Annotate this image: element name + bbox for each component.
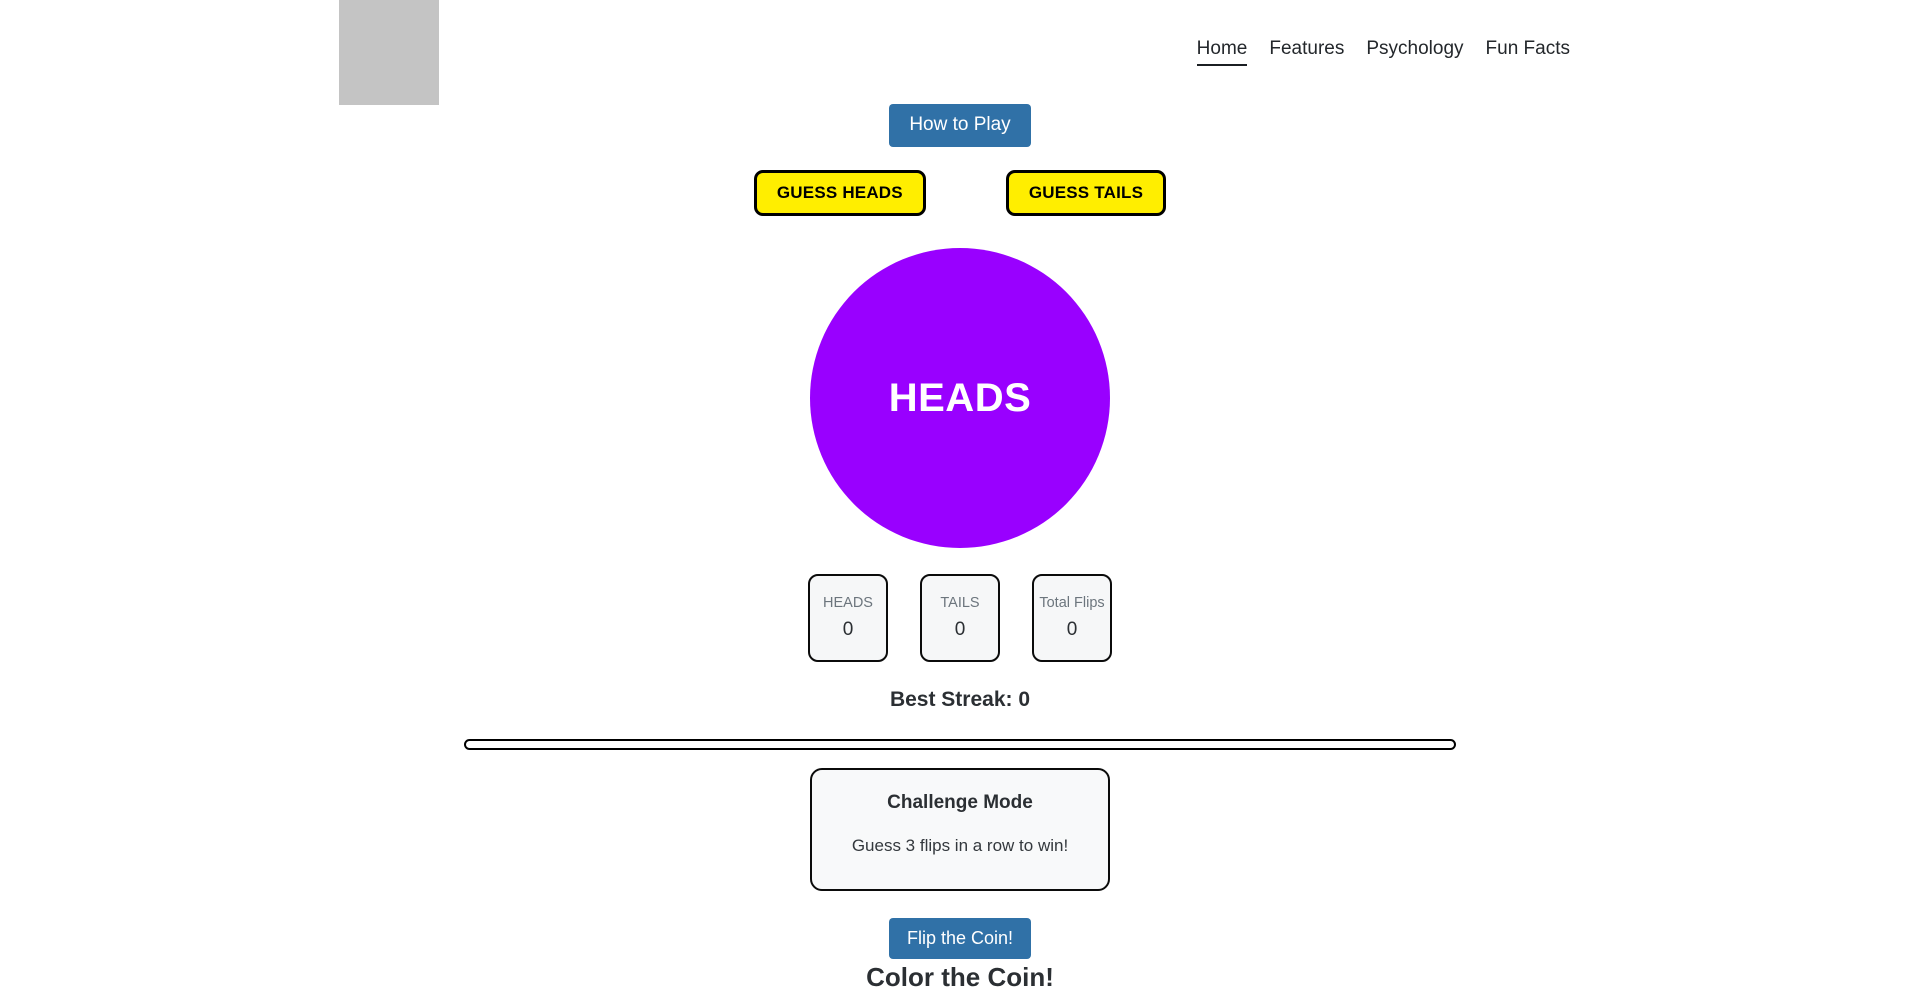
best-streak-text: Best Streak: 0 (889, 688, 1031, 711)
stat-value-heads: 0 (842, 619, 854, 640)
main-navigation: Home Features Psychology Fun Facts (0, 0, 1920, 88)
coin[interactable]: HEADS (810, 248, 1110, 548)
challenge-mode-description: Guess 3 flips in a row to win! (851, 836, 1069, 855)
how-to-play-container: How to Play (0, 104, 1920, 147)
coin-face-label: HEADS (888, 376, 1032, 420)
flip-button-container: Flip the Coin! (0, 918, 1920, 959)
challenge-container: Challenge Mode Guess 3 flips in a row to… (0, 768, 1920, 891)
stat-value-total-flips: 0 (1066, 619, 1078, 640)
guess-tails-button[interactable]: GUESS TAILS (1005, 170, 1167, 216)
stat-label-tails: TAILS (940, 595, 980, 611)
nav-item-home[interactable]: Home (1196, 38, 1248, 66)
color-the-coin-heading: Color the Coin! (866, 962, 1054, 992)
stat-value-tails: 0 (954, 619, 966, 640)
stats-row: HEADS 0 TAILS 0 Total Flips 0 (0, 574, 1920, 662)
logo-placeholder-image (339, 0, 439, 105)
nav-list: Home Features Psychology Fun Facts (1196, 38, 1570, 66)
coin-container: HEADS (0, 248, 1920, 548)
how-to-play-button[interactable]: How to Play (889, 104, 1031, 147)
nav-item-fun-facts[interactable]: Fun Facts (1485, 38, 1570, 59)
challenge-mode-title: Challenge Mode (887, 792, 1033, 813)
stat-label-heads: HEADS (823, 595, 873, 611)
stat-card-total-flips: Total Flips 0 (1032, 574, 1112, 662)
guess-buttons-row: GUESS HEADS GUESS TAILS (0, 170, 1920, 216)
challenge-mode-card: Challenge Mode Guess 3 flips in a row to… (810, 768, 1110, 891)
flip-the-coin-button[interactable]: Flip the Coin! (888, 918, 1032, 959)
stat-label-total-flips: Total Flips (1039, 595, 1105, 611)
guess-heads-button[interactable]: GUESS HEADS (753, 170, 926, 216)
nav-item-features[interactable]: Features (1269, 38, 1345, 59)
streak-progress-bar[interactable] (464, 739, 1456, 750)
stat-card-heads: HEADS 0 (808, 574, 888, 662)
nav-item-psychology[interactable]: Psychology (1366, 38, 1464, 59)
stat-card-tails: TAILS 0 (920, 574, 1000, 662)
